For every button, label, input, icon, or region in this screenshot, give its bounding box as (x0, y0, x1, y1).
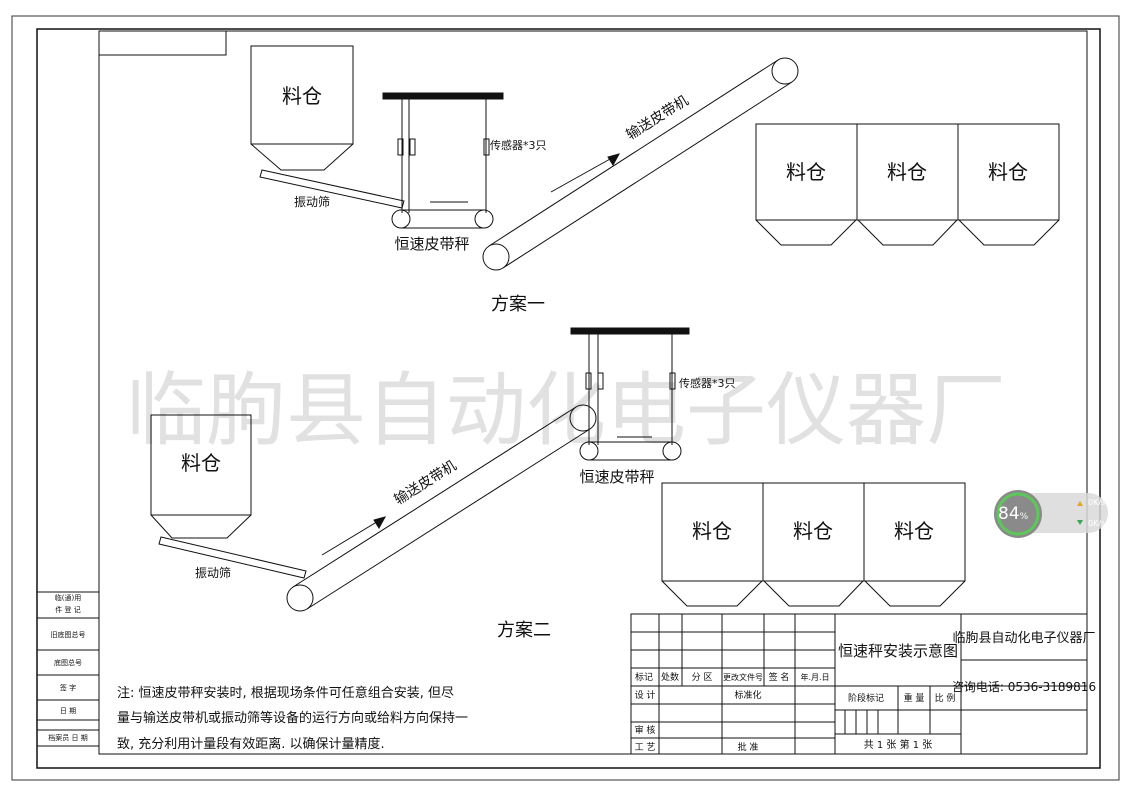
gauge-number: 84 (998, 504, 1020, 524)
bin-label: 料仓 (793, 519, 833, 543)
load-cell (597, 372, 604, 390)
tb-row-std: 标准化 (734, 689, 761, 701)
gauge-unit: % (1019, 512, 1029, 522)
sensor-label: 传感器*3只 (679, 377, 736, 390)
download-arrow-icon (1077, 520, 1083, 525)
constant-speed-belt-scale-2 (579, 436, 682, 461)
outer-frame (11, 15, 1120, 781)
scheme2 (150, 327, 966, 612)
download-unit: K/s (1093, 519, 1106, 528)
tb-row-approve: 批 准 (738, 741, 759, 753)
sensor-label: 传感器*3只 (490, 139, 547, 152)
tb-header: 标记 (635, 671, 653, 683)
conveyor-label: 输送皮带机 (392, 458, 460, 509)
tb-stage-header: 重 量 (904, 692, 925, 704)
company-phone: 咨询电话: 0536-3189816 (952, 679, 1096, 694)
load-cell (397, 138, 404, 156)
belt-conveyor-1 (482, 57, 799, 271)
tb-row-check: 审 核 (635, 724, 656, 736)
download-value: 0 (1088, 519, 1094, 528)
title-block-grid (630, 613, 1088, 755)
bin-label: 料仓 (786, 160, 826, 184)
strip-cell: 日 期 (60, 707, 76, 715)
scheme-title: 方案二 (497, 620, 551, 641)
gauge-ring (996, 492, 1040, 536)
direction-arrow-2 (321, 516, 387, 556)
bin-label: 料仓 (181, 451, 221, 475)
left-revision-strip (36, 591, 100, 747)
weigher-frame-top-1 (382, 92, 504, 100)
vibrating-feeder-1 (259, 169, 405, 209)
tb-row-design: 设 计 (635, 689, 656, 701)
bin-label: 料仓 (282, 84, 322, 108)
download-rate: 0K/s (1088, 519, 1105, 528)
gauge-value: 84% (998, 504, 1028, 524)
strip-cell: 档案员 日 期 (48, 733, 87, 742)
strip-cell: 旧底图总号 (51, 630, 86, 639)
strip-cell: 签 字 (60, 683, 76, 692)
watermark: 临朐县自动化电子仪器厂 (126, 364, 1006, 457)
tb-header: 年.月.日 (800, 672, 829, 682)
belt-conveyor-2 (286, 404, 597, 612)
tb-stage-header: 阶段标记 (848, 692, 884, 704)
install-note-line: 注: 恒速皮带秤安装时, 根据现场条件可任意组合安装, 但尽 (117, 685, 454, 701)
strip-cell: 临(通)用 (55, 593, 81, 602)
install-note-line: 量与输送皮带机或振动筛等设备的运行方向或给料方向保持一 (117, 710, 468, 726)
tb-row-process: 工 艺 (635, 742, 656, 753)
sheet-count: 共 1 张 第 1 张 (864, 738, 933, 751)
upload-rate: 0K/s (1088, 498, 1105, 507)
gauge-graphic (994, 490, 1108, 538)
bin-label: 料仓 (692, 519, 732, 543)
bins-right-2 (661, 482, 966, 607)
vibrating-feeder-2 (158, 536, 307, 579)
strip-cell: 底图总号 (54, 658, 82, 667)
bin-label: 料仓 (988, 160, 1028, 184)
direction-arrow-1 (550, 153, 621, 193)
bin-label: 料仓 (894, 519, 934, 543)
strip-cell: 件 登 记 (55, 605, 80, 614)
drawing-title: 恒速秤安装示意图 (838, 642, 958, 660)
bin-top-left (250, 45, 354, 171)
upload-value: 0 (1088, 498, 1094, 507)
company-name: 临朐县自动化电子仪器厂 (952, 631, 1095, 646)
feeder-label: 振动筛 (294, 194, 330, 209)
weigher-label: 恒速皮带秤 (394, 235, 469, 253)
load-cell (585, 372, 592, 390)
load-cell (669, 372, 676, 390)
upload-arrow-icon (1077, 501, 1083, 506)
weigher-frame-top-2 (570, 327, 690, 335)
upload-unit: K/s (1093, 498, 1106, 507)
constant-speed-belt-scale-1 (391, 201, 494, 229)
load-cell (409, 138, 416, 156)
weigher-label: 恒速皮带秤 (579, 468, 654, 486)
install-note-line: 致, 充分利用计量段有效距离. 以确保计量精度. (117, 736, 385, 752)
tb-stage-header: 比 例 (935, 692, 956, 704)
tb-header: 更改文件号 (723, 672, 763, 682)
bin-left-2 (150, 414, 252, 539)
performance-gauge-widget[interactable]: 84% 0K/s 0K/s (990, 487, 1110, 539)
load-cell (483, 138, 490, 156)
scheme1 (250, 45, 1060, 271)
corner-box (98, 30, 227, 56)
bin-label: 料仓 (887, 160, 927, 184)
conveyor-label: 输送皮带机 (624, 93, 692, 144)
scheme-title: 方案一 (491, 294, 545, 315)
bins-right-1 (755, 123, 1060, 246)
inner-border (98, 30, 1088, 755)
tb-header: 签 名 (769, 671, 790, 683)
feeder-label: 振动筛 (195, 565, 231, 580)
tb-header: 处数 (661, 671, 679, 683)
tb-header: 分 区 (692, 672, 713, 683)
drawing-border (36, 28, 1101, 769)
